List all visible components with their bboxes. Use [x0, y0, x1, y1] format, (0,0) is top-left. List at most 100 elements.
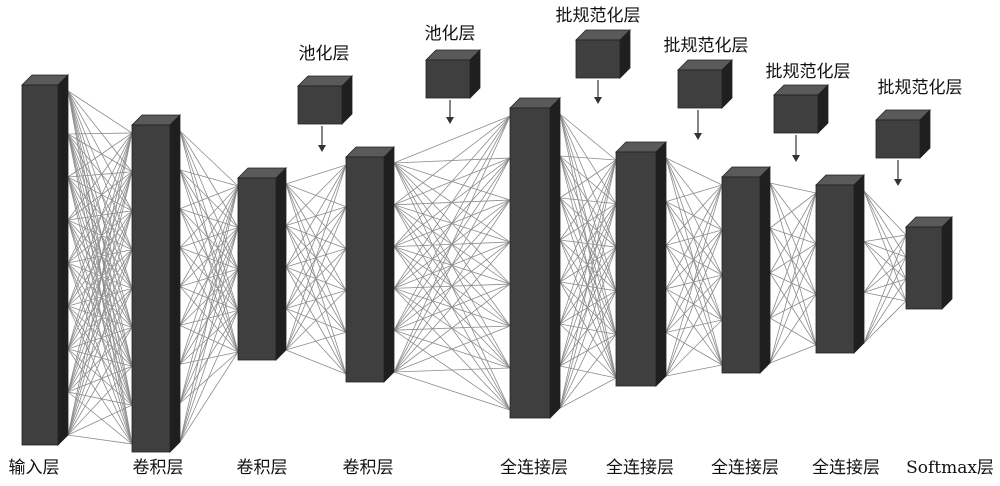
aux-label-bn-4: 批规范化层 — [877, 78, 963, 98]
connection-line — [179, 208, 239, 353]
pool-1-cube-front — [297, 85, 343, 125]
connection-line — [769, 182, 817, 194]
connection-line — [67, 171, 133, 221]
layer-label-conv-3: 卷积层 — [342, 458, 394, 478]
connection-line — [67, 176, 133, 212]
connection-line — [67, 133, 133, 328]
connection-line — [393, 115, 511, 289]
connection-line — [559, 159, 617, 199]
connection-line — [769, 243, 817, 319]
connection-line — [393, 325, 511, 373]
connection-line — [67, 171, 133, 393]
connection-line — [393, 157, 511, 373]
aux-label-bn-1: 批规范化层 — [555, 6, 641, 26]
connection-line — [67, 176, 133, 250]
connection-line — [665, 157, 723, 276]
layer-label-fc-3: 全连接层 — [711, 458, 779, 478]
connection-line — [665, 229, 723, 377]
connection-line — [179, 169, 239, 187]
connection-line — [67, 171, 133, 307]
connection-line — [393, 115, 511, 206]
connection-line — [393, 283, 511, 373]
connection-line — [863, 241, 907, 302]
layer-label-input: 输入层 — [8, 458, 60, 478]
connection-line — [863, 256, 907, 293]
connection-line — [769, 293, 817, 319]
connection-line — [559, 239, 617, 248]
connection-line — [665, 201, 723, 276]
connection-line — [67, 326, 133, 350]
connection-line — [179, 351, 239, 404]
connection-line — [67, 327, 133, 436]
connection-line — [769, 227, 817, 346]
connection-line — [559, 155, 617, 335]
connection-line — [559, 247, 617, 409]
connection-line — [67, 434, 133, 445]
connection-line — [769, 192, 817, 319]
connection-line — [285, 164, 347, 351]
connection-line — [67, 262, 133, 289]
connection-line — [179, 185, 239, 404]
fc-layer-2-block-front — [615, 151, 657, 387]
fc-layer-2-block-side — [655, 141, 667, 387]
connection-line — [67, 249, 133, 264]
conv-layer-3-block-side — [383, 146, 395, 383]
connection-line — [863, 241, 907, 258]
connection-line — [67, 305, 133, 367]
connection-line — [393, 115, 511, 331]
connection-line — [665, 184, 723, 333]
connection-line — [863, 278, 907, 293]
connection-line — [665, 244, 723, 321]
connection-line — [67, 249, 133, 350]
connection-line — [179, 351, 239, 365]
connection-line — [179, 268, 239, 326]
connection-line — [769, 182, 817, 244]
connection-line — [769, 243, 817, 274]
connection-line — [863, 278, 907, 344]
connection-line — [559, 281, 617, 379]
connection-line — [665, 201, 723, 366]
connection-line — [665, 184, 723, 202]
connection-line — [863, 291, 907, 302]
connection-line — [769, 294, 817, 364]
connection-line — [179, 268, 239, 365]
bn-1-cube-arrow-head — [594, 97, 602, 104]
connection-line — [665, 245, 723, 366]
aux-label-pool-1: 池化层 — [298, 44, 350, 64]
connection-line — [665, 201, 723, 321]
conv-layer-2-block-front — [237, 177, 277, 361]
connection-line — [67, 210, 133, 436]
connection-line — [67, 171, 133, 264]
connection-line — [67, 132, 133, 264]
connection-line — [179, 185, 239, 248]
pool-2-cube-arrow-head — [446, 117, 454, 124]
connection-line — [863, 234, 907, 293]
connection-line — [179, 208, 239, 311]
connection-line — [769, 192, 817, 274]
fc-layer-3-block-side — [759, 166, 771, 374]
connection-line — [67, 90, 133, 173]
connection-line — [285, 206, 347, 351]
bn-4-cube-front — [875, 119, 921, 159]
fc-layer-1-block-front — [509, 107, 551, 419]
aux-label-bn-3: 批规范化层 — [765, 62, 851, 82]
connection-line — [665, 332, 723, 366]
layer-label-conv-1: 卷积层 — [132, 458, 184, 478]
connection-line — [863, 234, 907, 344]
connection-line — [559, 203, 617, 409]
connection-line — [179, 185, 239, 287]
connection-line — [559, 290, 617, 409]
connection-line — [769, 317, 817, 346]
connection-line — [559, 113, 617, 161]
connection-line — [179, 130, 239, 311]
connection-line — [559, 159, 617, 325]
connection-line — [67, 348, 133, 445]
connection-line — [67, 305, 133, 328]
connection-line — [285, 164, 347, 226]
connection-line — [393, 199, 511, 373]
arrows — [318, 80, 902, 186]
connection-line — [67, 219, 133, 445]
conv-layer-1-block-side — [169, 114, 181, 453]
connection-line — [67, 133, 133, 406]
connection-line — [179, 169, 239, 353]
